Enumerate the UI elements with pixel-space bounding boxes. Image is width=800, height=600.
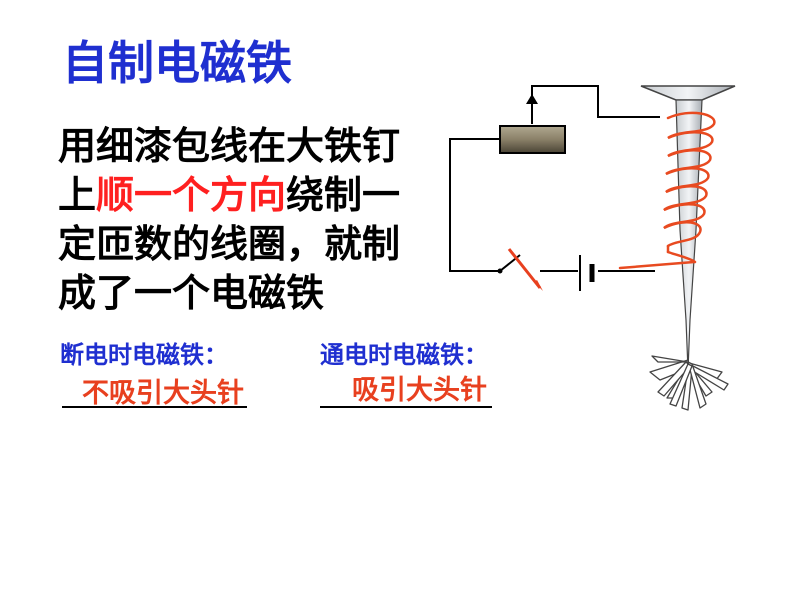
slider-arrow-icon [526,94,538,104]
off-state-label: 断电时电磁铁： [60,341,228,369]
description-text: 用细漆包线在大铁钉上顺一个方向绕制一定匝数的线圈，就制成了一个电磁铁 [58,122,428,318]
description-highlight: 顺一个方向 [96,173,287,217]
on-state-label: 通电时电磁铁： [320,341,488,369]
off-state-underline [62,406,247,408]
off-state-answer: 不吸引大头针 [82,378,244,409]
iron-nail [640,85,736,371]
page-title: 自制电磁铁 [62,36,292,90]
battery-icon [579,255,595,291]
on-state-underline [320,406,492,408]
rheostat [499,125,566,154]
circuit-wires [449,85,660,272]
on-state-answer: 吸引大头针 [352,375,487,406]
description-part1: 用细漆包线在大铁钉上 [58,124,401,217]
description-part2: 绕制一定匝数的线圈，就制成了一个电磁铁 [58,173,401,315]
pins-icon [649,355,729,411]
coil-icon [618,111,716,270]
switch-icon [497,248,578,291]
